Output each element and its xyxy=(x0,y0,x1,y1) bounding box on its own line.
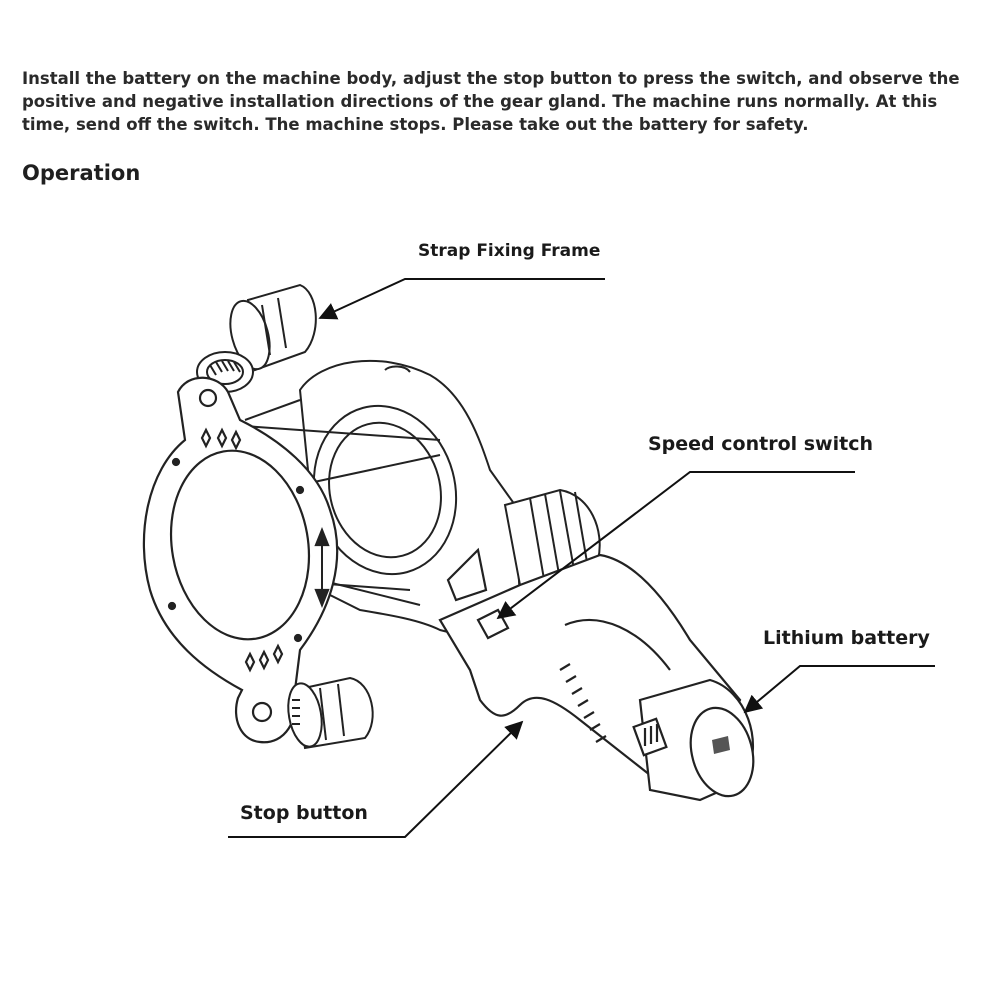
front-plate xyxy=(142,376,339,744)
arrow-speed-switch xyxy=(496,471,855,620)
arrow-lithium-battery xyxy=(743,665,935,714)
bottom-roller xyxy=(287,676,374,750)
lithium-battery-label: Lithium battery xyxy=(763,627,930,649)
motor-housing xyxy=(503,488,601,587)
arrow-stop-button xyxy=(228,720,524,838)
stop-button-label: Stop button xyxy=(240,802,368,824)
speed-control-switch-label: Speed control switch xyxy=(648,433,873,455)
instructions-paragraph: Install the battery on the machine body,… xyxy=(22,69,960,134)
section-title: Operation xyxy=(22,161,141,185)
battery-pack xyxy=(632,678,755,802)
callout-arrows xyxy=(228,278,935,838)
strap-fixing-frame xyxy=(196,283,317,393)
strap-fixing-frame-label: Strap Fixing Frame xyxy=(418,241,601,261)
arrow-strap-frame xyxy=(318,278,605,320)
